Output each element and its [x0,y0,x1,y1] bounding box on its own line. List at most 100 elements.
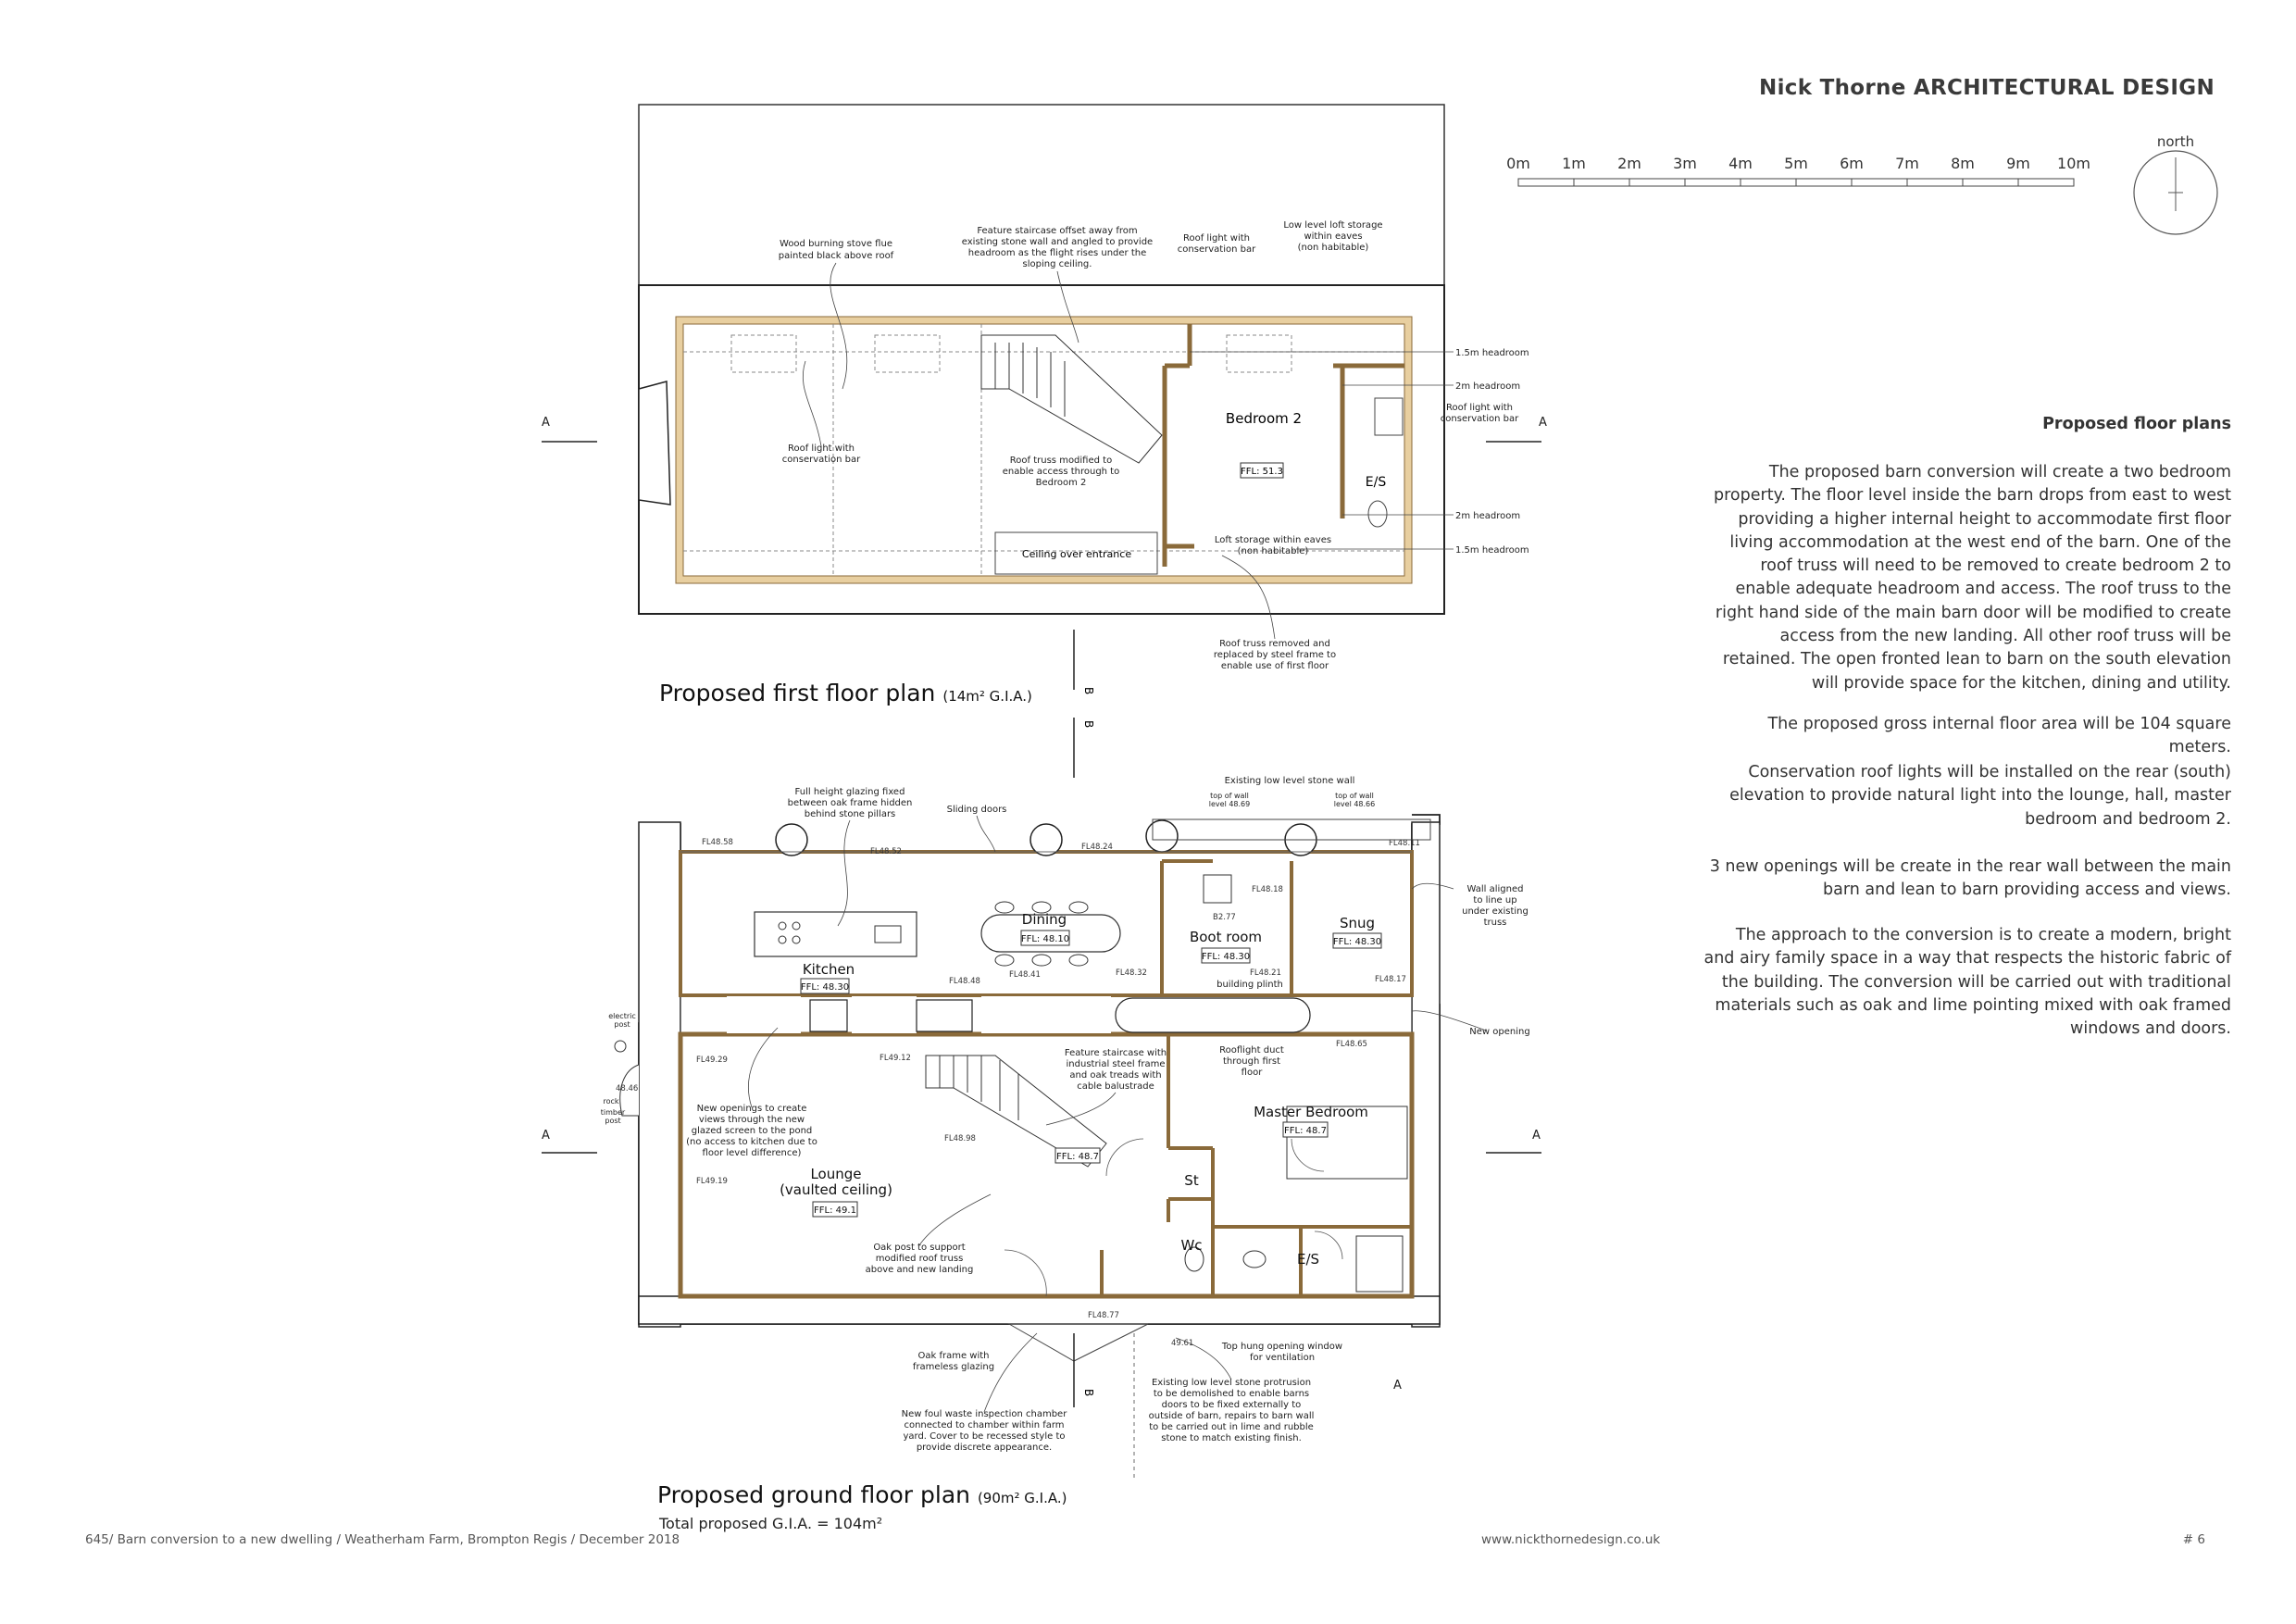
note: replaced by steel frame to [1214,650,1336,660]
note: yard. Cover to be recessed style to [903,1431,1065,1442]
level-label: 48.46 [616,1084,638,1093]
note: Roof light with [1446,403,1513,413]
note: Roof light with [1183,233,1250,244]
level-label: FL48.24 [1081,843,1113,852]
note: Top hung opening window [1221,1342,1342,1352]
scale-label: 10m [2057,155,2090,172]
headroom-label: 2m headroom [1455,511,1520,521]
note: New foul waste inspection chamber [902,1409,1068,1419]
first-floor-area: (14m² G.I.A.) [942,688,1032,705]
note: conservation bar [1441,414,1519,424]
snug-ffl: FFL: 48.30 [1333,937,1381,947]
boot-room-label: Boot room [1190,929,1262,945]
footer-project: 645/ Barn conversion to a new dwelling /… [85,1532,680,1547]
note: (non habitable) [1298,243,1369,253]
note: post [614,1020,630,1029]
footer-website[interactable]: www.nickthornedesign.co.uk [1481,1532,1661,1547]
note: top of wall [1335,792,1374,800]
ground-floor-area: (90m² G.I.A.) [977,1490,1067,1506]
wc-label: Wc [1180,1237,1202,1254]
lounge-ffl: FFL: 49.1 [814,1206,856,1216]
note: floor [1242,1068,1264,1078]
note: views through the new [699,1115,805,1125]
note: cable balustrade [1077,1081,1154,1092]
note: Wood burning stove flue [780,239,892,249]
master-ffl: FFL: 48.7 [1284,1126,1327,1136]
note: top of wall [1210,792,1249,800]
side-paragraph: 3 new openings will be create in the rea… [1709,857,2231,900]
note: above and new landing [866,1265,974,1275]
section-b-marker: B [1082,1389,1095,1396]
level-label: FL49.12 [880,1054,911,1063]
note: electric [608,1012,636,1020]
note: Wall aligned [1467,884,1524,894]
section-a-marker: A [542,416,550,430]
note: Feature staircase offset away from [977,226,1137,236]
hall-ffl: FFL: 48.7 [1056,1152,1099,1162]
note: level 48.66 [1334,800,1375,808]
section-a-marker: A [1539,416,1547,430]
footer-page-number: # 6 [2182,1532,2205,1547]
note: Rooflight duct [1219,1045,1284,1056]
level-label: FL48.48 [949,977,980,986]
level-label: FL48.58 [702,838,733,847]
ground-floor-title: Proposed ground floor plan (90m² G.I.A.) [657,1481,1067,1508]
level-label: 49.61 [1171,1339,1193,1348]
note: existing stone wall and angled to provid… [962,237,1153,247]
note: timber [601,1108,626,1117]
scale-label: 9m [2006,155,2030,172]
first-floor-title-text: Proposed first floor plan [659,680,936,706]
note: behind stone pillars [805,809,896,819]
side-paragraph: The proposed barn conversion will create… [1714,463,2231,693]
side-panel-title: Proposed floor plans [2042,415,2231,433]
level-label: B2.77 [1213,913,1236,922]
note: New openings to create [697,1104,807,1114]
level-label: FL48.17 [1375,975,1406,984]
note: between oak frame hidden [788,798,913,808]
side-paragraph: The proposed gross internal floor area w… [1767,715,2231,757]
master-bedroom-label: Master Bedroom [1254,1104,1368,1120]
scale-label: 6m [1840,155,1864,172]
scale-label: 1m [1562,155,1586,172]
note: (no access to kitchen due to [686,1137,817,1147]
brand-name: Nick Thorne [1759,76,1906,100]
note: post [605,1117,620,1125]
level-label: FL48.65 [1336,1040,1367,1049]
scale-bar: 0m 1m 2m 3m 4m 5m 6m 7m 8m 9m 10m [1506,155,2090,187]
headroom-label: 1.5m headroom [1455,545,1529,556]
note: outside of barn, repairs to barn wall [1149,1411,1315,1421]
note: conservation bar [782,455,861,465]
note: to line up [1473,895,1516,906]
note: headroom as the flight rises under the [968,248,1147,258]
note: modified roof truss [876,1254,964,1264]
store-label: St [1184,1172,1199,1189]
note: doors to be fixed externally to [1162,1400,1302,1410]
bedroom2-label: Bedroom 2 [1226,410,1302,427]
scale-label: 0m [1506,155,1530,172]
note: level 48.69 [1209,800,1250,808]
note: Roof light with [788,443,855,454]
brand-title: Nick Thorne ARCHITECTURAL DESIGN [1759,76,2215,100]
level-label: FL48.77 [1088,1311,1119,1320]
side-paragraph: Conservation roof lights will be install… [1729,763,2231,829]
note: glazed screen to the pond [692,1126,813,1136]
note: provide discrete appearance. [917,1443,1052,1453]
note: Roof truss modified to [1010,456,1112,466]
bedroom2-ffl: FFL: 51.3 [1241,467,1283,477]
level-label: FL48.41 [1009,970,1041,980]
first-floor-title: Proposed first floor plan (14m² G.I.A.) [659,680,1032,706]
scale-label: 7m [1895,155,1919,172]
kitchen-label: Kitchen [803,961,855,978]
dining-label: Dining [1022,911,1067,928]
note: building plinth [1217,980,1283,990]
level-label: FL48.32 [1116,968,1147,978]
note: to be carried out in lime and rubble [1149,1422,1314,1432]
note: frameless glazing [913,1362,994,1372]
ground-floor-plan: Dining Kitchen Boot room Snug Master Bed… [542,718,1541,1481]
section-b-marker: B [1082,720,1095,728]
section-a-marker: A [1532,1129,1541,1143]
note: industrial steel frame [1067,1059,1166,1069]
kitchen-ffl: FFL: 48.30 [801,982,849,993]
es-label: E/S [1297,1251,1319,1268]
